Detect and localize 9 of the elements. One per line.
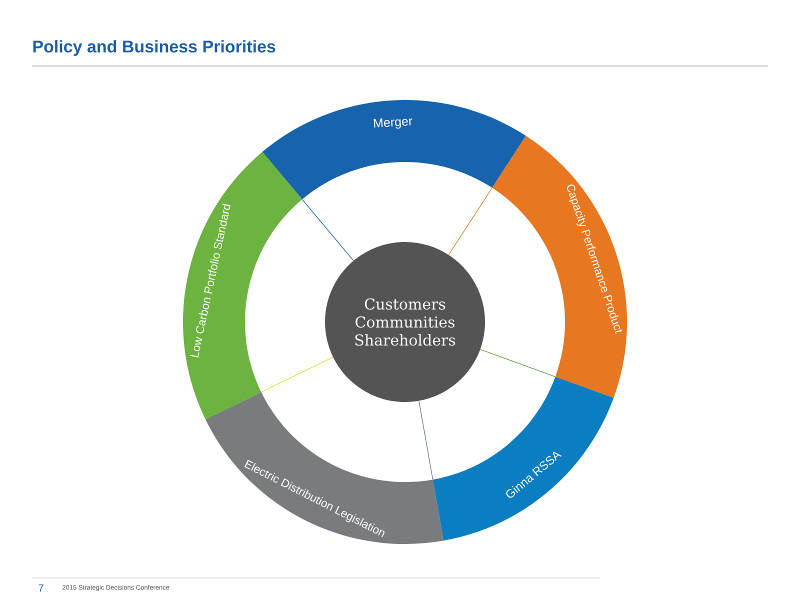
connector-line xyxy=(448,188,492,256)
connector-line xyxy=(261,356,334,392)
slide-title: Policy and Business Priorities xyxy=(33,40,276,56)
connector-line xyxy=(480,349,556,377)
ring-segment: Low Carbon Portfolio Standard xyxy=(183,152,302,420)
connector-line xyxy=(302,199,354,261)
page-number: 7 xyxy=(38,584,44,592)
connector-line xyxy=(418,400,434,480)
ring-segment: Merger xyxy=(262,100,526,200)
